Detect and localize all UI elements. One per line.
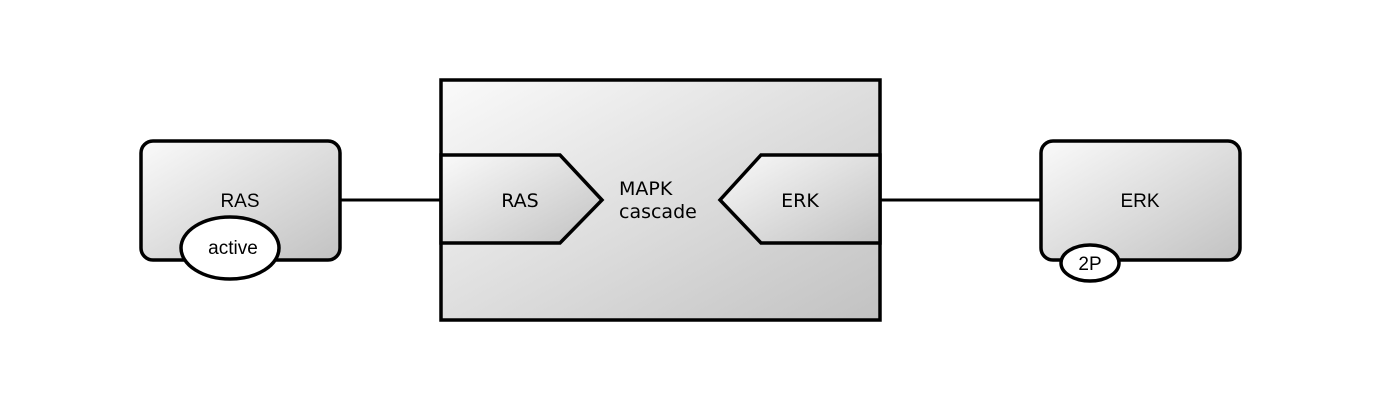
port-erk-label: ERK — [781, 190, 819, 212]
port-erk-tag — [717, 153, 882, 245]
port-ras-tag — [439, 153, 605, 245]
mapk-label-line1: MAPK — [619, 178, 673, 200]
state-variable-active-label: active — [208, 238, 258, 259]
port-ras-label: RAS — [501, 190, 539, 212]
node-erk-label: ERK — [1120, 191, 1159, 212]
state-variable-active — [179, 215, 281, 281]
node-ras-label: RAS — [220, 191, 259, 212]
state-variable-2p — [1059, 243, 1121, 283]
node-erk-box — [1039, 139, 1242, 262]
state-variable-2p-label: 2P — [1078, 254, 1101, 275]
node-mapk-cascade[interactable]: RAS ERK MAPK cascade — [439, 78, 882, 322]
node-erk-2p[interactable]: ERK 2P — [1039, 139, 1242, 283]
mapk-label-line2: cascade — [619, 201, 697, 223]
node-ras-active[interactable]: RAS active — [139, 139, 342, 281]
